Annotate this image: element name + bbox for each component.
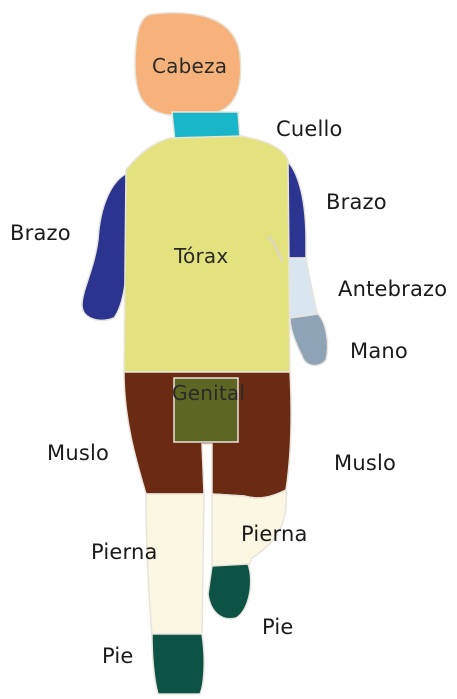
label-brazo-right: Brazo: [326, 190, 387, 214]
label-pierna-right: Pierna: [241, 522, 308, 546]
label-pierna-left: Pierna: [91, 540, 158, 564]
label-mano: Mano: [350, 339, 408, 363]
label-torax: Tórax: [174, 244, 228, 268]
left-upper-arm-region: [82, 172, 130, 320]
label-muslo-left: Muslo: [47, 441, 109, 465]
label-muslo-right: Muslo: [334, 451, 396, 475]
label-genital: Genital: [172, 381, 245, 405]
left-lower-leg-region: [146, 494, 204, 636]
label-cabeza: Cabeza: [152, 54, 227, 78]
label-pie-right: Pie: [262, 615, 294, 639]
label-brazo-left: Brazo: [10, 221, 71, 245]
right-foot-region: [208, 564, 251, 619]
label-antebrazo: Antebrazo: [338, 277, 447, 301]
label-pie-left: Pie: [102, 644, 134, 668]
right-hand-region: [290, 314, 328, 366]
label-cuello: Cuello: [276, 117, 343, 141]
left-foot-region: [152, 634, 204, 694]
